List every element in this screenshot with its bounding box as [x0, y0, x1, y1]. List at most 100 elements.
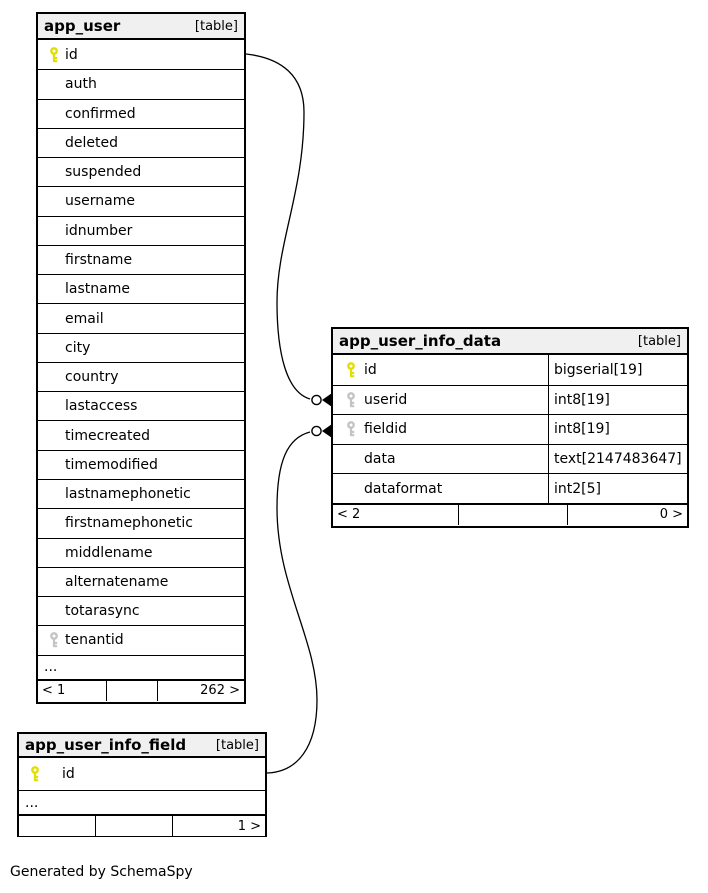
column-type: text[2147483647] — [554, 451, 682, 468]
table-header[interactable]: app_user [table] — [38, 14, 244, 40]
column-name: city — [65, 339, 91, 356]
column-name: id — [62, 766, 75, 782]
table-app_user_info_field: app_user_info_field [table] id ... 1 > — [17, 732, 267, 837]
table-name: app_user_info_data — [339, 332, 502, 350]
column-name: id — [333, 355, 549, 385]
table-name: app_user_info_field — [25, 736, 187, 754]
crow-foot-arrow — [322, 424, 331, 438]
relationship-app_user_info_field-id-to-app_user_info_data-fieldid — [266, 424, 331, 774]
table-footer: < 1 262 > — [38, 678, 244, 701]
column-name: suspended — [65, 164, 142, 181]
footer-middle-cell — [459, 504, 568, 525]
child-degree[interactable]: 0 > — [659, 507, 683, 523]
parent-degree[interactable]: < 2 — [333, 504, 459, 525]
column-row-firstnamephonetic[interactable]: firstnamephonetic — [38, 508, 244, 538]
foreign-key-icon — [346, 421, 357, 437]
table-footer: < 2 0 > — [333, 502, 687, 525]
column-row-idnumber[interactable]: idnumber — [38, 215, 244, 245]
column-row-id[interactable]: id — [19, 758, 265, 790]
column-row-firstname[interactable]: firstname — [38, 244, 244, 275]
table-type-badge: [table] — [215, 737, 259, 753]
column-row-dataformat[interactable]: dataformat int2[5] — [333, 473, 687, 503]
column-row-id[interactable]: id — [38, 40, 244, 70]
column-name: country — [65, 369, 119, 386]
column-name: totarasync — [65, 603, 140, 620]
column-row-confirmed[interactable]: confirmed — [38, 98, 244, 128]
column-name: firstnamephonetic — [65, 515, 193, 532]
column-name: middlename — [65, 544, 153, 561]
column-row-id[interactable]: id bigserial[19] — [333, 355, 687, 385]
column-name: username — [65, 193, 135, 210]
table-app_user_info_data: app_user_info_data [table] id bigserial[1… — [331, 327, 689, 528]
column-name: email — [65, 310, 104, 327]
relationship-app_user-id-to-app_user_info_data-userid — [245, 53, 331, 407]
foreign-key-icon — [49, 632, 60, 648]
table-footer: 1 > — [19, 814, 265, 836]
column-name: tenantid — [65, 632, 124, 649]
column-row-username[interactable]: username — [38, 186, 244, 216]
generator-credit: Generated by SchemaSpy — [10, 864, 193, 880]
footer-middle-cell — [96, 816, 173, 836]
zero-cardinality-circle — [311, 394, 322, 406]
parent-degree[interactable]: < 1 — [38, 680, 107, 701]
table-app_user: app_user [table] id auth confirmed deleted s… — [36, 12, 246, 704]
column-rows: id — [19, 758, 265, 790]
column-row-deleted[interactable]: deleted — [38, 127, 244, 158]
table-type-badge: [table] — [637, 333, 681, 349]
table-header[interactable]: app_user_info_data [table] — [333, 329, 687, 355]
column-name: deleted — [65, 134, 118, 151]
column-row-data[interactable]: data text[2147483647] — [333, 443, 687, 474]
column-name: id — [65, 46, 78, 63]
primary-key-icon — [30, 766, 41, 782]
table-type-badge: [table] — [194, 18, 238, 34]
column-type: int2[5] — [554, 480, 601, 497]
column-rows: id auth confirmed deleted suspended username i… — [38, 40, 244, 655]
column-row-alternatename[interactable]: alternatename — [38, 566, 244, 597]
column-name: dataformat — [333, 474, 549, 503]
column-row-middlename[interactable]: middlename — [38, 537, 244, 567]
column-name: idnumber — [65, 222, 133, 239]
column-name: auth — [65, 76, 97, 93]
footer-middle-cell — [107, 680, 158, 701]
column-name: fieldid — [333, 415, 549, 444]
more-columns-ellipsis: ... — [38, 654, 244, 679]
column-type: bigserial[19] — [554, 361, 643, 378]
primary-key-icon — [49, 46, 60, 63]
foreign-key-icon — [346, 391, 357, 408]
crow-foot-arrow — [322, 393, 331, 407]
column-row-email[interactable]: email — [38, 303, 244, 333]
column-name: timemodified — [65, 456, 158, 473]
footer-left-cell — [19, 816, 96, 836]
primary-key-icon — [346, 361, 357, 378]
column-name: confirmed — [65, 105, 136, 122]
table-header[interactable]: app_user_info_field [table] — [19, 734, 265, 758]
child-degree[interactable]: 1 > — [237, 818, 261, 834]
column-row-lastaccess[interactable]: lastaccess — [38, 391, 244, 421]
column-row-timecreated[interactable]: timecreated — [38, 420, 244, 450]
column-name: alternatename — [65, 573, 169, 590]
column-type: int8[19] — [554, 421, 610, 438]
column-row-tenantid[interactable]: tenantid — [38, 625, 244, 655]
column-row-fieldid[interactable]: fieldid int8[19] — [333, 414, 687, 444]
column-row-lastnamephonetic[interactable]: lastnamephonetic — [38, 478, 244, 509]
column-name: firstname — [65, 251, 133, 268]
column-row-totarasync[interactable]: totarasync — [38, 596, 244, 626]
more-columns-ellipsis: ... — [19, 790, 265, 814]
column-name: lastaccess — [65, 398, 138, 415]
column-name: lastnamephonetic — [65, 486, 191, 503]
column-row-suspended[interactable]: suspended — [38, 157, 244, 187]
child-degree[interactable]: 262 > — [200, 683, 240, 699]
column-name: timecreated — [65, 427, 150, 444]
column-name: userid — [333, 385, 549, 415]
column-row-city[interactable]: city — [38, 332, 244, 362]
column-row-timemodified[interactable]: timemodified — [38, 449, 244, 479]
column-row-auth[interactable]: auth — [38, 69, 244, 99]
zero-cardinality-circle — [311, 425, 322, 437]
column-row-lastname[interactable]: lastname — [38, 274, 244, 304]
column-row-country[interactable]: country — [38, 361, 244, 392]
table-name: app_user — [44, 17, 121, 35]
column-name: data — [333, 444, 549, 474]
